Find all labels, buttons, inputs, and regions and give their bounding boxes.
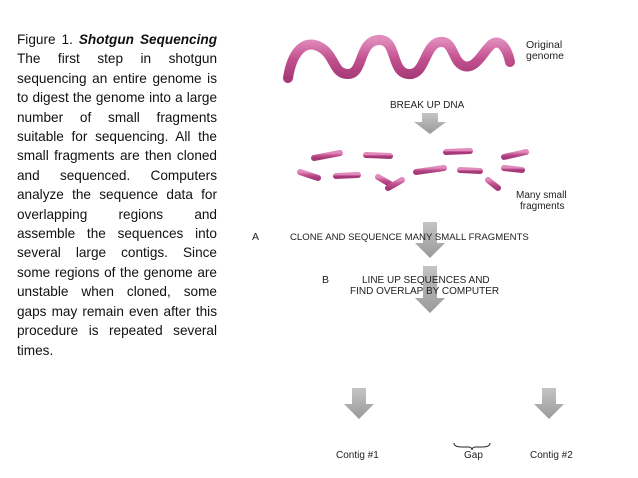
small-fragments: [297, 148, 529, 191]
fragment: [501, 149, 529, 160]
original-genome-strand: [283, 35, 515, 83]
fragment: [443, 148, 473, 155]
down-arrow-1: [414, 113, 446, 134]
down-arrow-contig2: [534, 388, 564, 419]
step-a-label: CLONE AND SEQUENCE MANY SMALL FRAGMENTS: [290, 232, 529, 243]
fragment: [375, 174, 393, 187]
fragments-label-line1: Many small: [516, 190, 567, 201]
shotgun-sequencing-diagram: Original genome BREAK UP DNA Many small …: [252, 35, 615, 461]
fragment: [457, 167, 483, 174]
fragment: [311, 150, 343, 161]
fragment: [363, 152, 393, 159]
step-b-label-line1: LINE UP SEQUENCES AND: [362, 275, 490, 286]
caption-body: The first step in shotgun sequencing an …: [17, 51, 217, 358]
step-b-letter: B: [322, 274, 329, 286]
down-arrow-2: [415, 222, 445, 258]
fragment: [501, 165, 525, 173]
step-a-letter: A: [252, 231, 259, 243]
step-b-label-line2: FIND OVERLAP BY COMPUTER: [350, 286, 499, 297]
figure-number: Figure 1.: [17, 32, 73, 47]
figure-title: Shotgun Sequencing: [78, 32, 217, 47]
fragment: [385, 177, 405, 191]
gap-label: Gap: [464, 450, 483, 461]
figure-caption: Figure 1. Shotgun Sequencing The first s…: [17, 30, 217, 360]
original-genome-label: Original genome: [526, 39, 564, 62]
fragments-label-line2: fragments: [520, 201, 564, 212]
gap-brace: [453, 442, 491, 451]
fragment: [333, 172, 361, 179]
fragments-label: Many small fragments: [516, 190, 567, 212]
contig-1-label: Contig #1: [336, 450, 379, 461]
fragment: [485, 177, 501, 191]
down-arrow-contig1: [344, 388, 374, 419]
original-genome-label-line2: genome: [526, 50, 564, 62]
down-arrow-3: [415, 266, 445, 313]
fragment: [297, 169, 321, 181]
fragment: [413, 165, 447, 175]
aligned-reads: [255, 330, 611, 365]
contig-2-label: Contig #2: [530, 450, 573, 461]
original-genome-label-line1: Original: [526, 39, 562, 51]
step-break-label: BREAK UP DNA: [390, 100, 465, 111]
